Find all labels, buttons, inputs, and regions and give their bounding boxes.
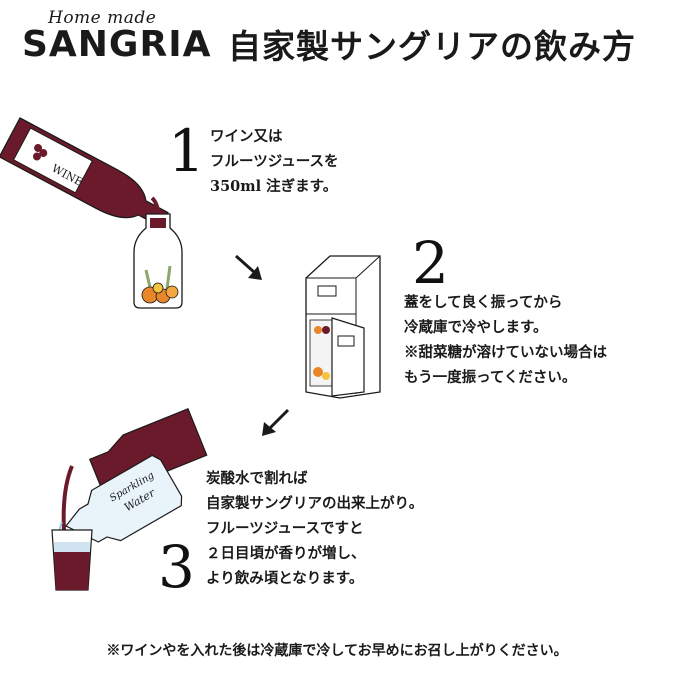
step-1-text: ワイン又は フルーツジュースを 350ml 注ぎます。: [210, 124, 338, 199]
step-3-number: 3: [158, 533, 195, 601]
step-2-line: ※甜菜糖が溶けていない場合は: [404, 344, 607, 361]
step-2-line: 蓋をして良く振ってから: [404, 294, 563, 311]
footnote: ※ワインやを入れた後は冷蔵庫で冷してお早めにお召し上がりください。: [106, 643, 568, 659]
step-2-number: 2: [412, 229, 449, 297]
page-title: 自家製サングリアの飲み方: [228, 27, 636, 66]
step-1-line: 350ml 注ぎます。: [210, 178, 338, 195]
step-3-line: ２日目頃が香りが増し、: [206, 545, 366, 562]
step-2-text: 蓋をして良く振ってから 冷蔵庫で冷やします。 ※甜菜糖が溶けていない場合は もう…: [404, 290, 607, 390]
step-3-line: フルーツジュースですと: [206, 520, 364, 537]
step-1-line: ワイン又は: [210, 128, 283, 145]
step-3-line: 自家製サングリアの出来上がり。: [206, 495, 424, 512]
step-3-text: 炭酸水で割れば 自家製サングリアの出来上がり。 フルーツジュースですと ２日目頃…: [206, 466, 423, 591]
step-1-number: 1: [168, 117, 205, 185]
step-1-line: フルーツジュースを: [210, 153, 339, 170]
step-2-line: もう一度振ってください。: [404, 369, 577, 386]
step-3-line: より飲み頃となります。: [206, 570, 364, 587]
brand-subtitle: Home made: [48, 8, 157, 28]
brand-title: SANGRIA: [22, 24, 212, 65]
step-2-line: 冷蔵庫で冷やします。: [404, 319, 548, 336]
step-3-line: 炭酸水で割れば: [206, 470, 308, 487]
